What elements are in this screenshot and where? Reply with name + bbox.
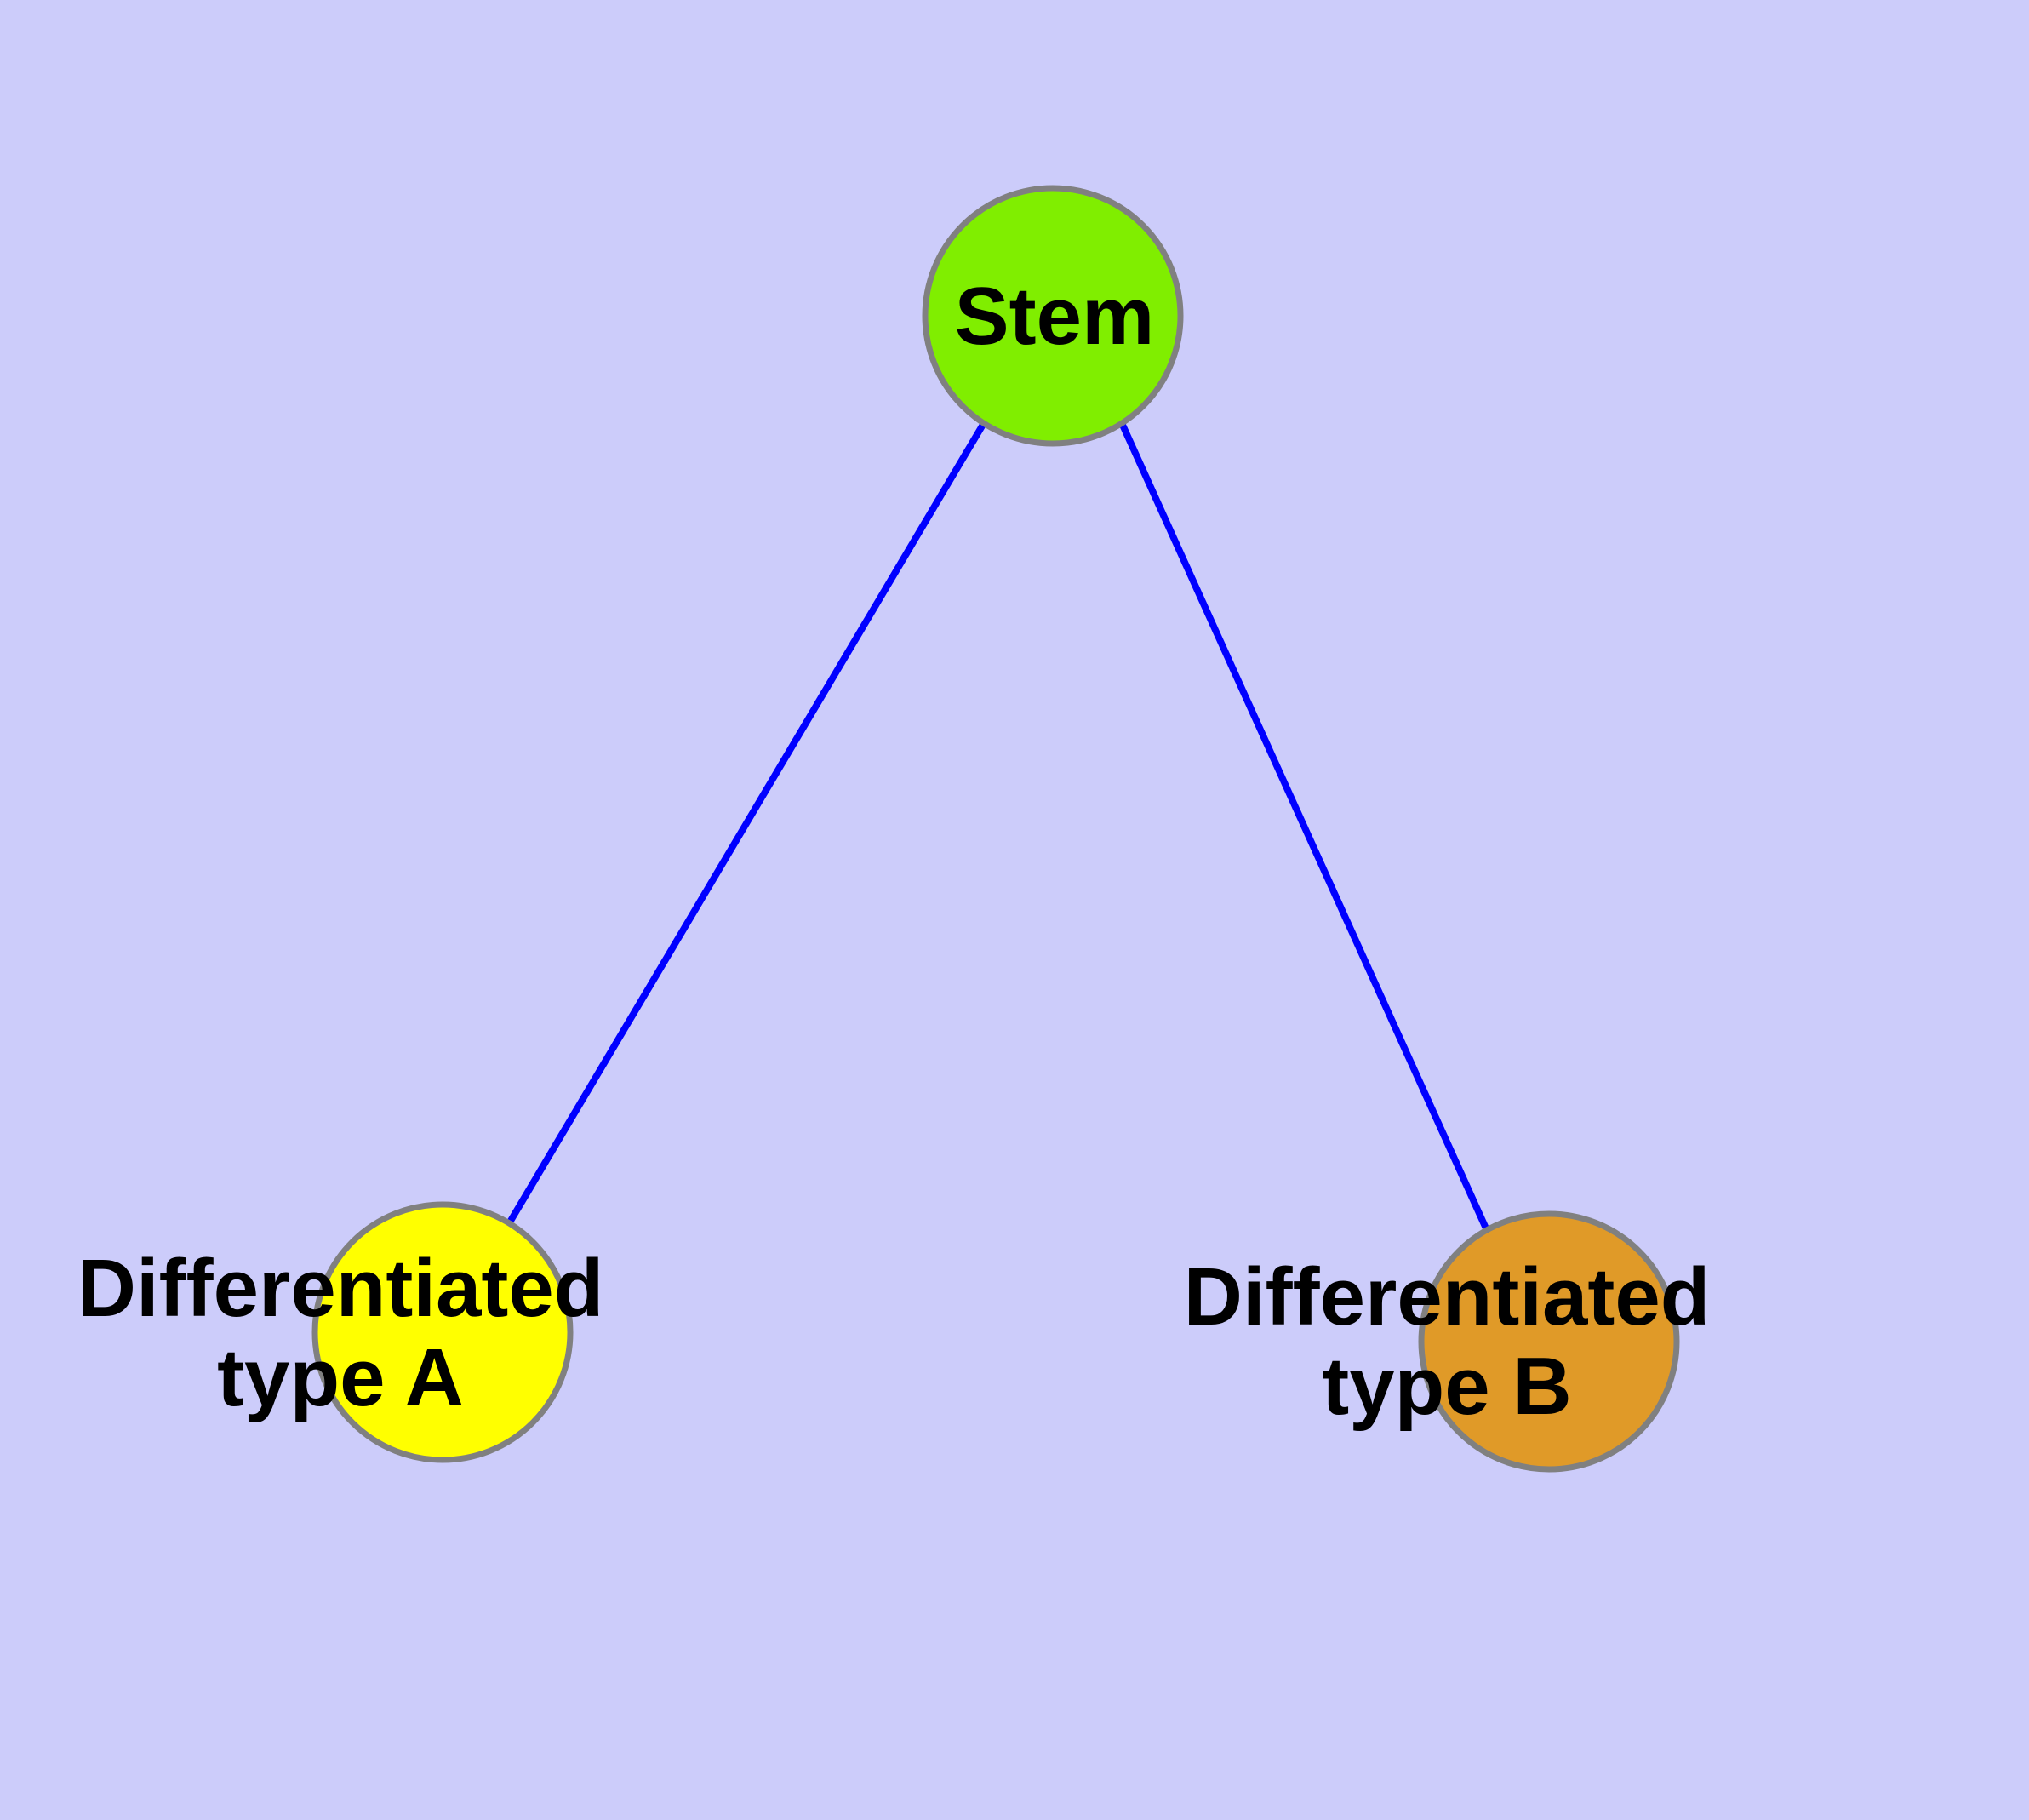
node-label-line: Stem [955, 271, 1155, 362]
edge-stem-to-type-a[interactable] [507, 421, 987, 1223]
node-circle-diff-type-b[interactable] [1418, 1210, 1680, 1473]
node-label-line: type A [217, 1332, 464, 1423]
node-label-line: type B [1322, 1341, 1571, 1432]
node-label-stem: Stem [955, 271, 1155, 362]
edge-layer [507, 421, 1489, 1230]
node-label-line: Differentiated [77, 1243, 604, 1334]
node-diff-type-a[interactable] [311, 1201, 574, 1463]
node-label-line: Differentiated [1184, 1251, 1711, 1342]
node-stem[interactable] [922, 185, 1184, 447]
node-diff-type-b[interactable] [1418, 1210, 1680, 1473]
node-circle-diff-type-a[interactable] [311, 1201, 574, 1463]
node-circle-stem[interactable] [922, 185, 1184, 447]
edge-stem-to-type-b[interactable] [1118, 421, 1489, 1230]
